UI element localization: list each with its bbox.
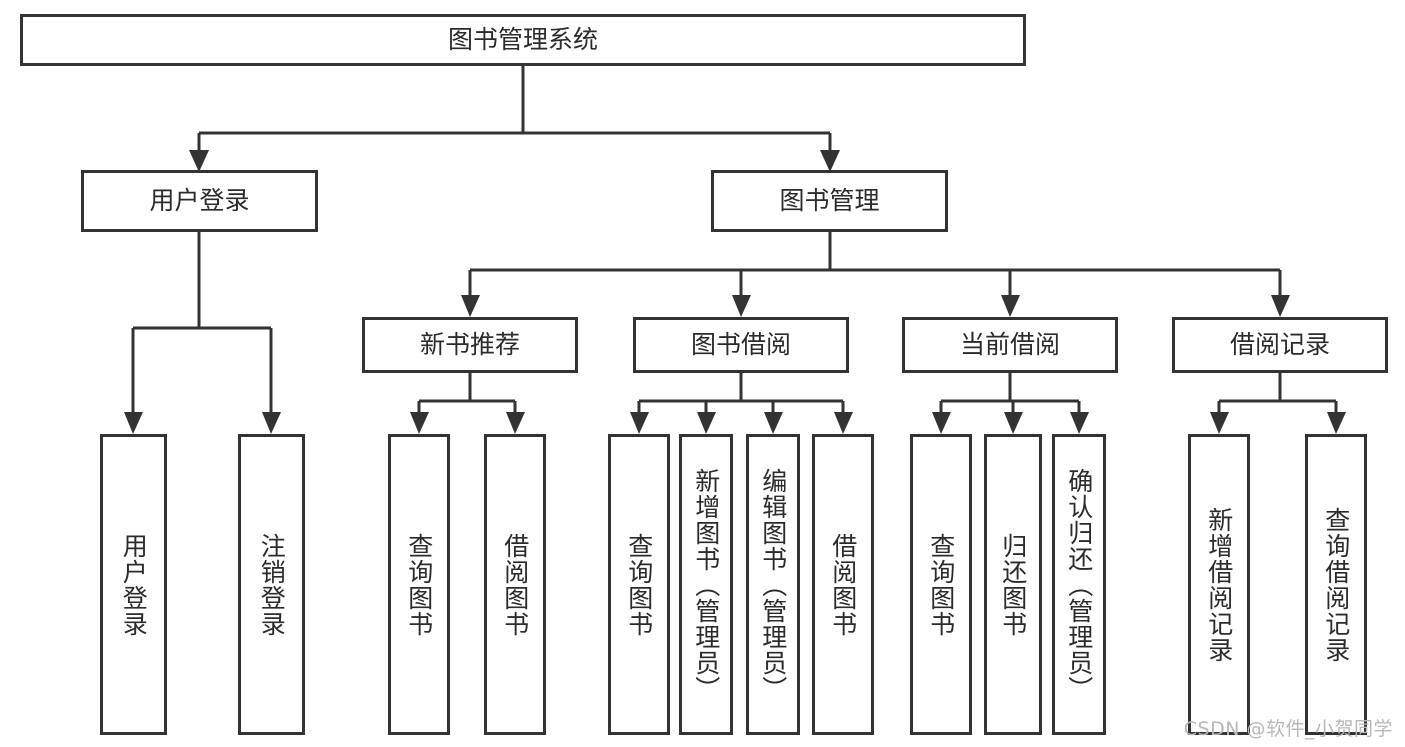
watermark: CSDN @软件_小贺同学 (1183, 718, 1393, 740)
node-leaf-add-record[interactable]: 新增借阅记录 (1188, 434, 1250, 735)
arrowhead-new-book-recommend (461, 295, 480, 317)
arrowhead-book-manage (820, 150, 840, 172)
arrowhead-borrow-book-2 (834, 412, 853, 434)
node-leaf-confirm-return[interactable]: 确认归还（管理员） (1052, 434, 1106, 735)
arrowhead-borrow-records (1271, 295, 1290, 317)
node-leaf-user-login-label: 用户登录 (119, 532, 149, 637)
node-leaf-add-record-label: 新增借阅记录 (1204, 506, 1234, 663)
node-leaf-edit-book[interactable]: 编辑图书（管理员） (746, 434, 800, 735)
node-leaf-borrow-book-1-label: 借阅图书 (500, 532, 530, 637)
node-user-login[interactable]: 用户登录 (81, 170, 318, 232)
arrowhead-current-borrow (1001, 295, 1020, 317)
node-book-manage[interactable]: 图书管理 (711, 170, 948, 232)
node-root-label: 图书管理系统 (447, 24, 598, 54)
node-leaf-logout[interactable]: 注销登录 (238, 434, 305, 735)
arrowhead-query-book-1 (410, 412, 429, 434)
arrowhead-add-book (697, 412, 716, 434)
node-root[interactable]: 图书管理系统 (20, 14, 1026, 66)
node-new-book-recommend[interactable]: 新书推荐 (362, 317, 578, 373)
node-leaf-query-book-3[interactable]: 查询图书 (910, 434, 972, 735)
node-current-borrow-label: 当前借阅 (959, 329, 1060, 359)
arrowhead-borrow-book-1 (506, 412, 525, 434)
arrowhead-leaf-logout (262, 412, 281, 434)
arrowhead-edit-book (764, 412, 783, 434)
node-leaf-confirm-return-label: 确认归还（管理员） (1064, 467, 1094, 702)
arrowhead-leaf-user-login (124, 412, 143, 434)
node-leaf-add-book-label: 新增图书（管理员） (691, 467, 721, 702)
node-leaf-return-book-label: 归还图书 (998, 532, 1028, 637)
node-leaf-query-book-1[interactable]: 查询图书 (388, 434, 450, 735)
node-book-manage-label: 图书管理 (779, 185, 880, 215)
node-leaf-return-book[interactable]: 归还图书 (984, 434, 1042, 735)
node-leaf-edit-book-label: 编辑图书（管理员） (758, 467, 788, 702)
node-borrow-records[interactable]: 借阅记录 (1172, 317, 1388, 373)
node-leaf-borrow-book-1[interactable]: 借阅图书 (484, 434, 546, 735)
node-leaf-user-login[interactable]: 用户登录 (100, 434, 167, 735)
node-leaf-logout-label: 注销登录 (257, 532, 287, 637)
node-leaf-query-record-label: 查询借阅记录 (1321, 506, 1351, 663)
node-leaf-query-book-2[interactable]: 查询图书 (608, 434, 670, 735)
arrowhead-book-borrow (732, 295, 751, 317)
node-leaf-borrow-book-2-label: 借阅图书 (828, 532, 858, 637)
node-leaf-query-record[interactable]: 查询借阅记录 (1305, 434, 1367, 735)
arrowhead-user-login (189, 150, 209, 172)
node-leaf-query-book-2-label: 查询图书 (624, 532, 654, 637)
arrowhead-confirm-return (1070, 412, 1089, 434)
node-leaf-query-book-1-label: 查询图书 (404, 532, 434, 637)
node-leaf-query-book-3-label: 查询图书 (926, 532, 956, 637)
arrowhead-query-record (1327, 412, 1346, 434)
node-book-borrow[interactable]: 图书借阅 (633, 317, 849, 373)
node-leaf-borrow-book-2[interactable]: 借阅图书 (812, 434, 874, 735)
node-current-borrow[interactable]: 当前借阅 (902, 317, 1118, 373)
arrowhead-query-book-3 (932, 412, 951, 434)
arrowhead-query-book-2 (630, 412, 649, 434)
arrowhead-return-book (1004, 412, 1023, 434)
node-book-borrow-label: 图书借阅 (690, 329, 791, 359)
arrowhead-add-record (1210, 412, 1229, 434)
node-borrow-records-label: 借阅记录 (1229, 329, 1330, 359)
node-leaf-add-book[interactable]: 新增图书（管理员） (679, 434, 733, 735)
node-new-book-recommend-label: 新书推荐 (419, 329, 520, 359)
node-user-login-label: 用户登录 (149, 185, 250, 215)
